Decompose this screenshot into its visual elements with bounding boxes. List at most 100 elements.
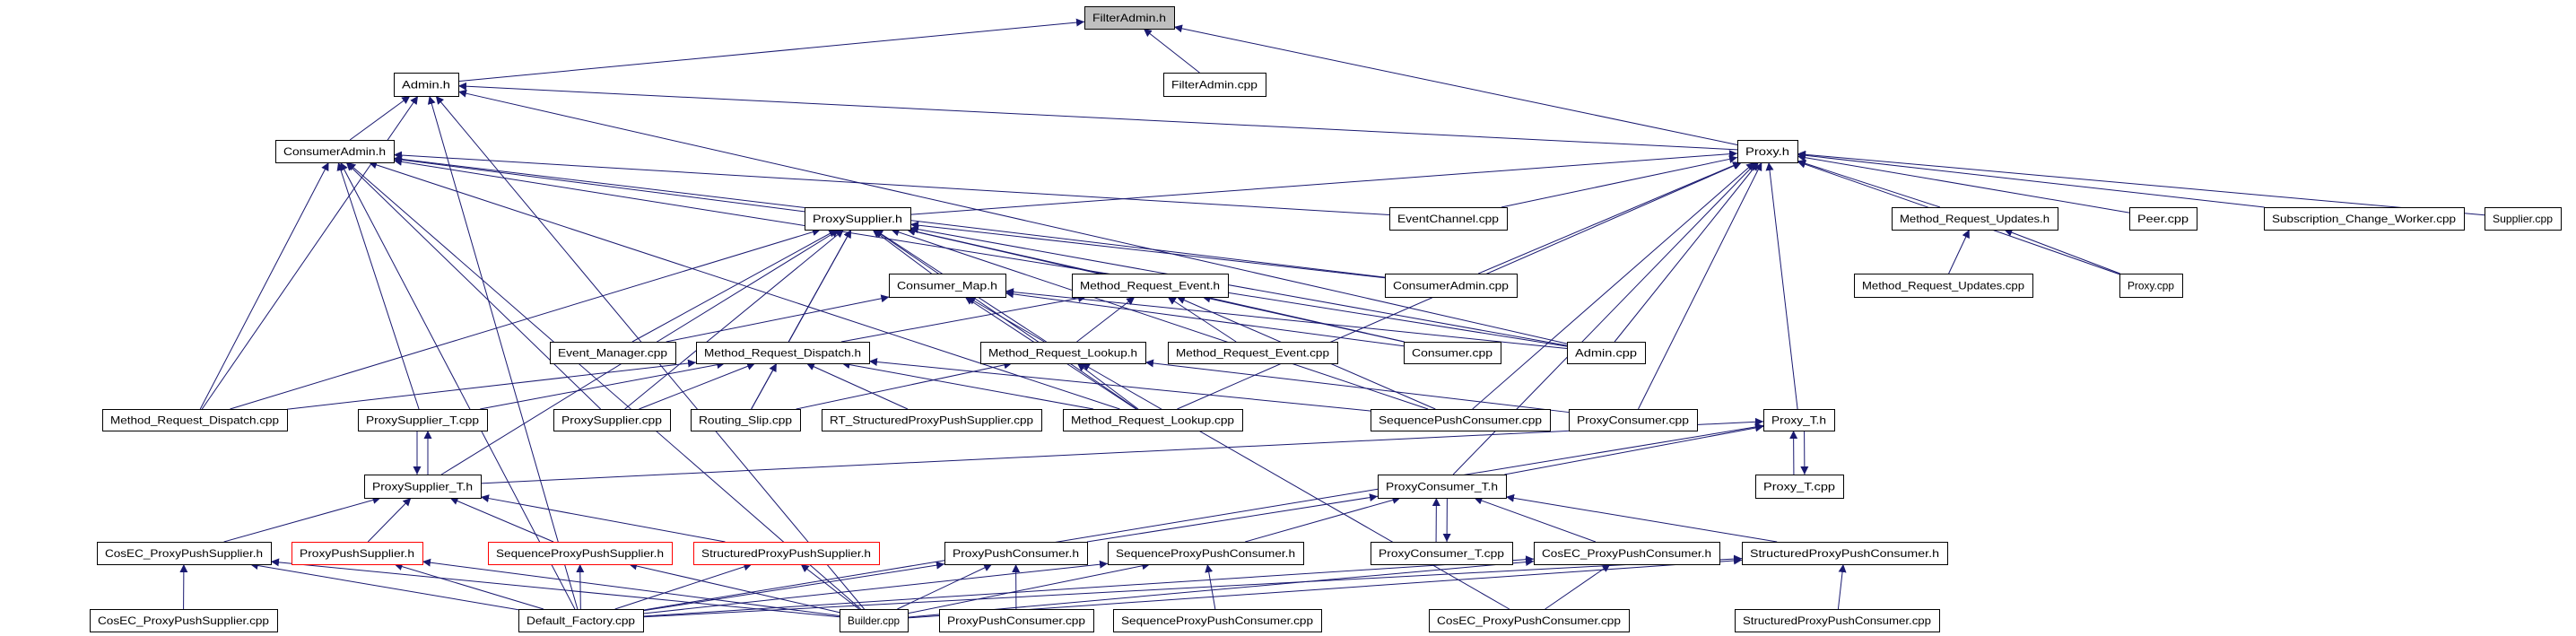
node-consumeradmin-h[interactable]: ConsumerAdmin.h: [275, 140, 395, 163]
node-peer-cpp[interactable]: Peer.cpp: [2129, 207, 2197, 231]
node-proxysupplier-t-h[interactable]: ProxySupplier_T.h: [364, 475, 482, 499]
node-proxyconsumer-t-h[interactable]: ProxyConsumer_T.h: [1378, 475, 1507, 499]
node-mre-cpp[interactable]: Method_Request_Event.cpp: [1168, 342, 1338, 364]
node-proxyconsumer-t-cpp[interactable]: ProxyConsumer_T.cpp: [1371, 542, 1513, 565]
node-rt-spps-cpp[interactable]: RT_StructuredProxyPushSupplier.cpp: [822, 409, 1042, 431]
node-proxysupplier-h[interactable]: ProxySupplier.h: [805, 207, 911, 231]
node-str-ppc-h[interactable]: StructuredProxyPushConsumer.h: [1742, 542, 1948, 565]
node-box[interactable]: [2119, 274, 2183, 298]
node-builder-cpp[interactable]: Builder.cpp: [840, 609, 909, 632]
node-box[interactable]: [550, 342, 676, 364]
node-box[interactable]: [1072, 274, 1229, 298]
node-box[interactable]: [1763, 409, 1835, 431]
node-box[interactable]: [691, 409, 801, 431]
node-consumeradmin-cpp[interactable]: ConsumerAdmin.cpp: [1385, 274, 1518, 298]
node-mre-h[interactable]: Method_Request_Event.h: [1072, 274, 1229, 298]
node-box[interactable]: [518, 609, 644, 632]
node-cosec-pps-cpp[interactable]: CosEC_ProxyPushSupplier.cpp: [90, 609, 278, 632]
node-spc-cpp[interactable]: SequencePushConsumer.cpp: [1371, 409, 1551, 431]
node-box[interactable]: [102, 409, 288, 431]
node-mrl-cpp[interactable]: Method_Request_Lookup.cpp: [1063, 409, 1243, 431]
node-mrd-h[interactable]: Method_Request_Dispatch.h: [696, 342, 870, 364]
node-proxyconsumer-cpp[interactable]: ProxyConsumer.cpp: [1569, 409, 1698, 431]
node-box[interactable]: [1113, 609, 1322, 632]
node-box[interactable]: [1168, 342, 1338, 364]
node-box[interactable]: [1163, 73, 1266, 97]
node-box[interactable]: [1385, 274, 1518, 298]
node-box[interactable]: [97, 542, 272, 565]
node-admin-h[interactable]: Admin.h: [394, 73, 459, 97]
node-mrl-h[interactable]: Method_Request_Lookup.h: [980, 342, 1146, 364]
node-box[interactable]: [805, 207, 911, 231]
node-proxy-cpp[interactable]: Proxy.cpp: [2119, 274, 2183, 298]
node-box[interactable]: [1742, 542, 1948, 565]
node-box[interactable]: [693, 542, 880, 565]
node-mru-h[interactable]: Method_Request_Updates.h: [1892, 207, 2058, 231]
node-box[interactable]: [488, 542, 673, 565]
node-consumer-cpp[interactable]: Consumer.cpp: [1404, 342, 1501, 364]
node-box[interactable]: [1534, 542, 1720, 565]
node-ppc-cpp[interactable]: ProxyPushConsumer.cpp: [939, 609, 1094, 632]
node-filteradmin-cpp[interactable]: FilterAdmin.cpp: [1163, 73, 1266, 97]
node-box[interactable]: [292, 542, 423, 565]
node-box[interactable]: [2129, 207, 2197, 231]
node-consumer-map-h[interactable]: Consumer_Map.h: [889, 274, 1006, 298]
node-filteradmin-h[interactable]: FilterAdmin.h: [1084, 6, 1175, 30]
node-box[interactable]: [840, 609, 909, 632]
node-box[interactable]: [1755, 475, 1844, 499]
node-box[interactable]: [358, 409, 488, 431]
node-box[interactable]: [1735, 609, 1940, 632]
node-box[interactable]: [1389, 207, 1508, 231]
node-proxy-t-h[interactable]: Proxy_T.h: [1763, 409, 1835, 431]
node-box[interactable]: [980, 342, 1146, 364]
node-pps-h[interactable]: ProxyPushSupplier.h: [292, 542, 423, 565]
node-box[interactable]: [1063, 409, 1243, 431]
node-box[interactable]: [1567, 342, 1646, 364]
node-box[interactable]: [90, 609, 278, 632]
node-proxysupplier-cpp[interactable]: ProxySupplier.cpp: [553, 409, 671, 431]
node-box[interactable]: [1854, 274, 2033, 298]
node-box[interactable]: [2485, 207, 2562, 231]
node-box[interactable]: [1378, 475, 1507, 499]
node-proxy-t-cpp[interactable]: Proxy_T.cpp: [1755, 475, 1844, 499]
node-box[interactable]: [364, 475, 482, 499]
node-box[interactable]: [939, 609, 1094, 632]
node-mru-cpp[interactable]: Method_Request_Updates.cpp: [1854, 274, 2033, 298]
node-box[interactable]: [889, 274, 1006, 298]
node-admin-cpp[interactable]: Admin.cpp: [1567, 342, 1646, 364]
node-box[interactable]: [1084, 6, 1175, 30]
node-event-manager-cpp[interactable]: Event_Manager.cpp: [550, 342, 676, 364]
node-seq-ppc-h[interactable]: SequenceProxyPushConsumer.h: [1108, 542, 1304, 565]
node-box[interactable]: [553, 409, 671, 431]
node-box[interactable]: [1892, 207, 2058, 231]
node-box[interactable]: [944, 542, 1088, 565]
node-box[interactable]: [1737, 140, 1798, 163]
node-scw-cpp[interactable]: Subscription_Change_Worker.cpp: [2264, 207, 2465, 231]
node-box[interactable]: [275, 140, 395, 163]
node-cosec-ppc-h[interactable]: CosEC_ProxyPushConsumer.h: [1534, 542, 1720, 565]
node-box[interactable]: [1429, 609, 1630, 632]
node-cosec-pps-h[interactable]: CosEC_ProxyPushSupplier.h: [97, 542, 272, 565]
node-seq-pps-h[interactable]: SequenceProxyPushSupplier.h: [488, 542, 673, 565]
node-box[interactable]: [1108, 542, 1304, 565]
node-str-pps-h[interactable]: StructuredProxyPushSupplier.h: [693, 542, 880, 565]
node-proxy-h[interactable]: Proxy.h: [1737, 140, 1798, 163]
node-box[interactable]: [2264, 207, 2465, 231]
node-proxysupplier-t-cpp[interactable]: ProxySupplier_T.cpp: [358, 409, 488, 431]
node-routing-slip-cpp[interactable]: Routing_Slip.cpp: [691, 409, 801, 431]
node-default-factory-cpp[interactable]: Default_Factory.cpp: [518, 609, 644, 632]
node-mrd-cpp[interactable]: Method_Request_Dispatch.cpp: [102, 409, 288, 431]
node-eventchannel-cpp[interactable]: EventChannel.cpp: [1389, 207, 1508, 231]
node-box[interactable]: [394, 73, 459, 97]
node-ppc-h[interactable]: ProxyPushConsumer.h: [944, 542, 1088, 565]
node-supplier-cpp[interactable]: Supplier.cpp: [2485, 207, 2562, 231]
node-cosec-ppc-cpp[interactable]: CosEC_ProxyPushConsumer.cpp: [1429, 609, 1630, 632]
node-box[interactable]: [1404, 342, 1501, 364]
node-box[interactable]: [822, 409, 1042, 431]
node-box[interactable]: [1371, 409, 1551, 431]
node-box[interactable]: [696, 342, 870, 364]
node-box[interactable]: [1371, 542, 1513, 565]
node-str-ppc-cpp[interactable]: StructuredProxyPushConsumer.cpp: [1735, 609, 1940, 632]
node-box[interactable]: [1569, 409, 1698, 431]
node-seq-ppc-cpp[interactable]: SequenceProxyPushConsumer.cpp: [1113, 609, 1322, 632]
